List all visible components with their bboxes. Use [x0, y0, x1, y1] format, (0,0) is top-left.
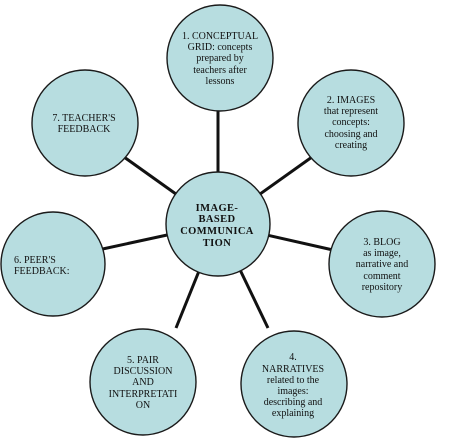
node-1-label-line: GRID: concepts — [187, 42, 253, 54]
node-3-label-line: as image, — [363, 248, 401, 260]
node-1-label-line: lessons — [205, 75, 235, 87]
node-2-circle — [297, 69, 405, 177]
node-1-label-line: prepared by — [196, 53, 244, 65]
node-5-circle — [89, 328, 197, 436]
node-1-label-line: teachers after — [193, 64, 247, 76]
node-4-label-line: explaining — [271, 408, 315, 420]
node-1-circle — [166, 4, 274, 112]
node-2-label-line: creating — [334, 139, 368, 151]
node-3-circle — [328, 210, 436, 318]
node-7-label: 7. TEACHER'S FEEDBACK — [42, 106, 126, 142]
node-5-label-line: 5. PAIR — [127, 355, 159, 367]
node-7-circle — [31, 69, 139, 177]
node-4-label: 4. NARRATIVES related to the images: des… — [252, 345, 334, 427]
center-node-label-line: IMAGE- — [195, 202, 239, 214]
node-4-label-line: describing and — [263, 397, 323, 409]
center-node-label-line: COMMUNICA — [180, 226, 254, 237]
node-5-label-line: AND — [132, 377, 154, 389]
node-3-label-line: repository — [361, 281, 403, 293]
node-2-label: 2. IMAGES that represent concepts: choos… — [311, 86, 391, 160]
node-4-label-line: 4. — [289, 352, 297, 364]
node-4-circle — [240, 330, 348, 438]
node-3-label-line: comment — [363, 270, 401, 282]
node-6-label-line: 6. PEER'S — [14, 254, 56, 266]
node-7-label-line: 7. TEACHER'S — [52, 112, 116, 124]
node-4-label-line: NARRATIVES — [261, 363, 325, 375]
node-5-label-line: ON — [135, 399, 151, 411]
node-2-label-line: concepts: — [332, 117, 370, 129]
node-5-label-line: DISCUSSION — [113, 366, 173, 378]
node-4-label-line: related to the — [266, 374, 320, 386]
node-5-label-line: INTERPRETATI — [108, 388, 178, 400]
node-1-label: 1. CONCEPTUAL GRID: concepts prepared by… — [170, 26, 270, 92]
node-6-label-line: FEEDBACK: — [14, 266, 70, 277]
node-5-label: 5. PAIR DISCUSSION AND INTERPRETATI ON — [100, 345, 186, 421]
node-2-label-line: that represent — [323, 106, 379, 118]
node-3-label: 3. BLOG as image, narrative and comment … — [340, 232, 424, 298]
node-3-label-line: narrative and — [355, 259, 409, 271]
node-2-label-line: 2. IMAGES — [326, 95, 376, 107]
center-node-label-line: BASED — [198, 214, 236, 226]
center-node-label-line: TION — [202, 237, 232, 249]
node-6-label: 6. PEER'S FEEDBACK: — [10, 248, 90, 284]
center-node-circle — [165, 171, 271, 277]
node-6-circle — [0, 211, 106, 317]
node-7-label-line: FEEDBACK — [57, 124, 111, 135]
node-1-label-line: 1. CONCEPTUAL — [181, 31, 259, 43]
node-4-label-line: images: — [277, 386, 309, 397]
center-node-label: IMAGE- BASED COMMUNICA TION — [172, 194, 262, 258]
node-2-label-line: choosing and — [324, 128, 378, 140]
node-3-label-line: 3. BLOG — [363, 237, 401, 249]
